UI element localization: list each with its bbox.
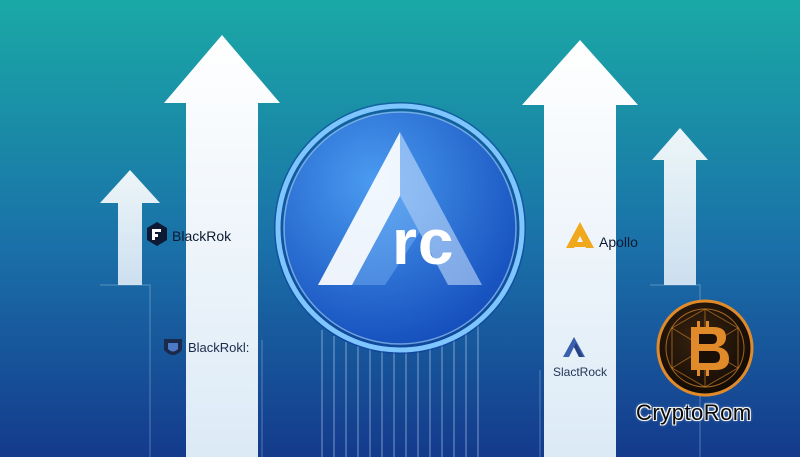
blackrok-shield-icon xyxy=(164,339,182,355)
arc-coin-text: rc xyxy=(392,206,455,278)
bitcoin-coin-icon xyxy=(656,299,754,397)
arrow-left-large xyxy=(164,35,280,457)
slactrock-a-icon xyxy=(563,337,585,357)
arc-a-logo-icon xyxy=(318,132,482,285)
rising-arrows xyxy=(100,35,708,457)
brand-blackrok-bottom: BlackRokl: xyxy=(188,340,250,355)
brand-apollo: Apollo xyxy=(599,234,638,250)
arrow-left-small xyxy=(100,170,160,285)
brand-cryptorom: CryptoRom xyxy=(636,400,752,425)
arc-coin xyxy=(274,102,526,354)
brand-slactrock: SlactRock xyxy=(553,365,608,379)
brand-blackrok-top: BlackRok xyxy=(172,228,232,244)
blackrok-hexagon-icon xyxy=(147,222,167,246)
arrow-right-large xyxy=(522,40,638,457)
coin-drips xyxy=(321,325,479,457)
arrow-right-small xyxy=(652,128,708,285)
apollo-a-icon xyxy=(566,222,594,248)
